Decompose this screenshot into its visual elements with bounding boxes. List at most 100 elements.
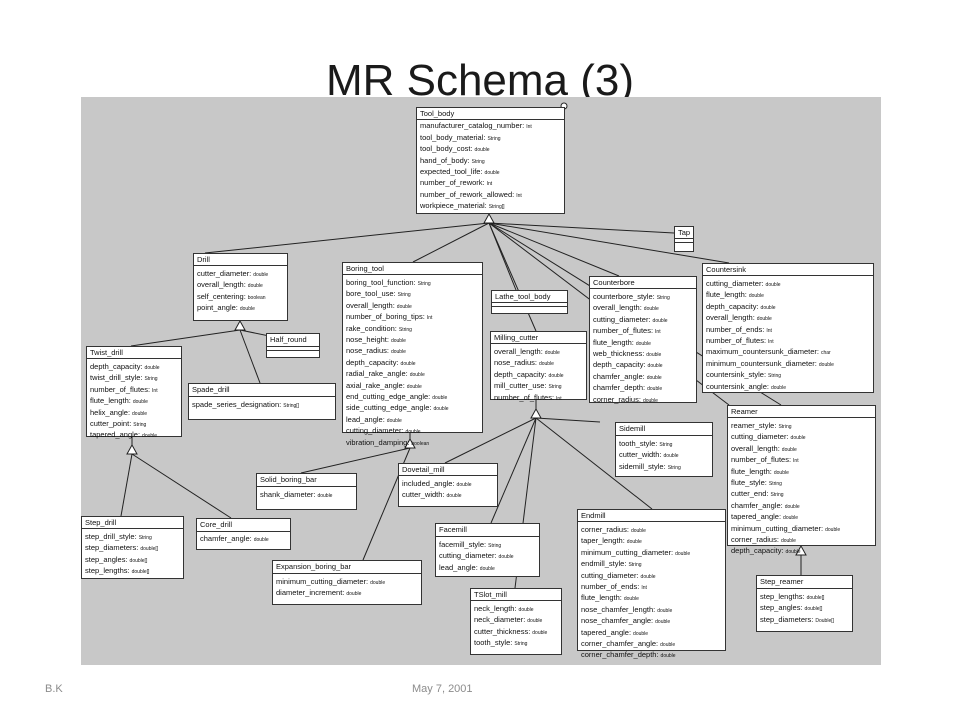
attribute-row: number_of_flutes:Int (731, 455, 872, 466)
attribute-row: tool_body_material:String (420, 133, 561, 144)
attribute-row: self_centering:boolean (197, 292, 284, 303)
attribute-type: boolean (247, 294, 266, 301)
attribute-name: facemill_style: (439, 540, 487, 549)
attribute-name: rake_condition: (346, 323, 397, 333)
class-name: Half_round (267, 334, 319, 347)
attribute-type: String (628, 562, 642, 569)
class-name: Step_reamer (757, 576, 852, 589)
attribute-type: double (783, 515, 799, 522)
attribute-name: overall_length: (346, 300, 395, 310)
class-name: Facemill (436, 524, 539, 537)
attribute-name: step_lengths: (760, 592, 805, 601)
attribute-type: double (239, 306, 255, 313)
attribute-name: radial_rake_angle: (346, 369, 408, 379)
attribute-name: number_of_flutes: (593, 326, 654, 336)
attribute-name: flute_style: (731, 478, 767, 488)
attribute-type: char (820, 350, 831, 357)
attribute-name: chamfer_angle: (731, 500, 783, 510)
attribute-row: flute_style:String (731, 478, 872, 489)
attribute-type: double (818, 361, 834, 368)
attribute-row: flute_length:double (706, 290, 870, 301)
attribute-row: chamfer_angle:double (731, 501, 872, 512)
attribute-type: double (346, 591, 362, 598)
attribute-type: double (657, 607, 673, 614)
attribute-name: flute_length: (581, 593, 622, 603)
class-name: Step_drill (82, 517, 183, 529)
attribute-row: sidemill_style:String (619, 462, 709, 473)
attribute-type: double (132, 410, 148, 417)
attribute-name: number_of_flutes: (706, 336, 767, 346)
attribute-type: double (433, 406, 449, 413)
attribute-name: number_of_flutes: (494, 392, 555, 402)
attribute-type: double (660, 653, 676, 660)
class-name: Drill (194, 254, 287, 266)
attribute-type: Int (152, 387, 158, 394)
attribute-row: number_of_flutes:Int (494, 393, 583, 404)
attribute-type: double (405, 429, 421, 436)
attribute-type: String (768, 373, 782, 380)
attribute-name: minimum_countersunk_diameter: (706, 358, 817, 368)
attribute-type: String (471, 158, 485, 165)
attribute-row: tool_body_cost:double (420, 144, 561, 155)
attribute-row: rake_condition:String (346, 324, 479, 335)
class-facemill: Facemill facemill_style:String cutting_d… (435, 523, 540, 577)
attribute-row: facemill_style:String (439, 540, 536, 551)
uml-diagram: Tool_body manufacturer_catalog_number:In… (81, 97, 881, 665)
class-lathe-tool-body: Lathe_tool_body (491, 290, 568, 314)
attribute-name: end_cutting_edge_angle: (346, 392, 431, 402)
attribute-name: depth_capacity: (731, 546, 784, 556)
class-tap: Tap (674, 226, 694, 252)
attribute-type: double (663, 453, 679, 460)
attribute-type: double[] (806, 595, 825, 601)
attribute-row: number_of_rework:Int (420, 178, 561, 189)
attribute-name: step_lengths: (85, 566, 130, 576)
attribute-type: double (386, 417, 402, 424)
class-name: Endmill (578, 510, 725, 522)
attribute-row: flute_length:double (581, 593, 722, 604)
attribute-row: mill_cutter_use:String (494, 381, 583, 392)
attribute-row: minimum_cutting_diameter:double (581, 548, 722, 559)
attribute-row: overall_length:double (593, 303, 693, 314)
attribute-row: web_thickness:double (593, 349, 693, 360)
attribute-row: chamfer_depth:double (593, 383, 693, 394)
attribute-name: corner_chamfer_depth: (581, 650, 659, 660)
attribute-row: tapered_angle:double (731, 512, 872, 523)
attribute-row: cutter_diameter:double (197, 269, 284, 280)
attribute-row: side_cutting_edge_angle:double (346, 403, 479, 414)
attribute-row: nose_chamfer_angle:double (581, 616, 722, 627)
attribute-type: Int (793, 458, 799, 465)
attribute-type: Int (556, 395, 562, 402)
attribute-name: number_of_rework: (420, 178, 485, 188)
attribute-type: double (132, 399, 148, 406)
attribute-name: overall_length: (494, 347, 543, 356)
attribute-row: cutter_thickness:double (474, 627, 558, 638)
attribute-row: number_of_ends:Int (706, 325, 870, 336)
attribute-name: tool_body_cost: (420, 144, 473, 154)
attribute-name: vibration_damping: (346, 437, 410, 447)
attribute-name: number_of_boring_tips: (346, 312, 425, 322)
attribute-name: minimum_cutting_diameter: (581, 547, 674, 557)
attribute-row: lead_angle:double (346, 415, 479, 426)
class-name: Tool_body (417, 108, 564, 121)
attribute-type: double (626, 539, 642, 546)
attribute-name: overall_length: (197, 280, 246, 290)
attribute-type: double (765, 282, 781, 288)
attribute-name: reamer_style: (731, 421, 777, 430)
attribute-row: minimum_countersunk_diameter:double (706, 359, 870, 370)
attribute-type: double (646, 352, 662, 359)
class-step-reamer: Step_reamer step_lengths:double[] step_a… (756, 575, 853, 632)
attribute-name: cutter_width: (619, 450, 662, 460)
attribute-name: boring_tool_function: (346, 278, 416, 287)
attribute-name: side_cutting_edge_angle: (346, 403, 432, 413)
attribute-type: Int (526, 124, 532, 131)
attribute-type: double (400, 360, 416, 367)
attribute-row: axial_rake_angle:double (346, 381, 479, 392)
attribute-type: double[] (131, 569, 150, 576)
attribute-type: String (778, 424, 792, 430)
class-name: TSlot_mill (471, 589, 561, 601)
attribute-type: double (538, 361, 554, 368)
attribute-type: Double[] (815, 617, 834, 624)
class-counterbore: Counterbore counterbore_style:String ove… (589, 276, 697, 404)
attribute-row: workpiece_material:String[] (420, 201, 561, 212)
attribute-row: cutter_width:double (619, 450, 709, 461)
